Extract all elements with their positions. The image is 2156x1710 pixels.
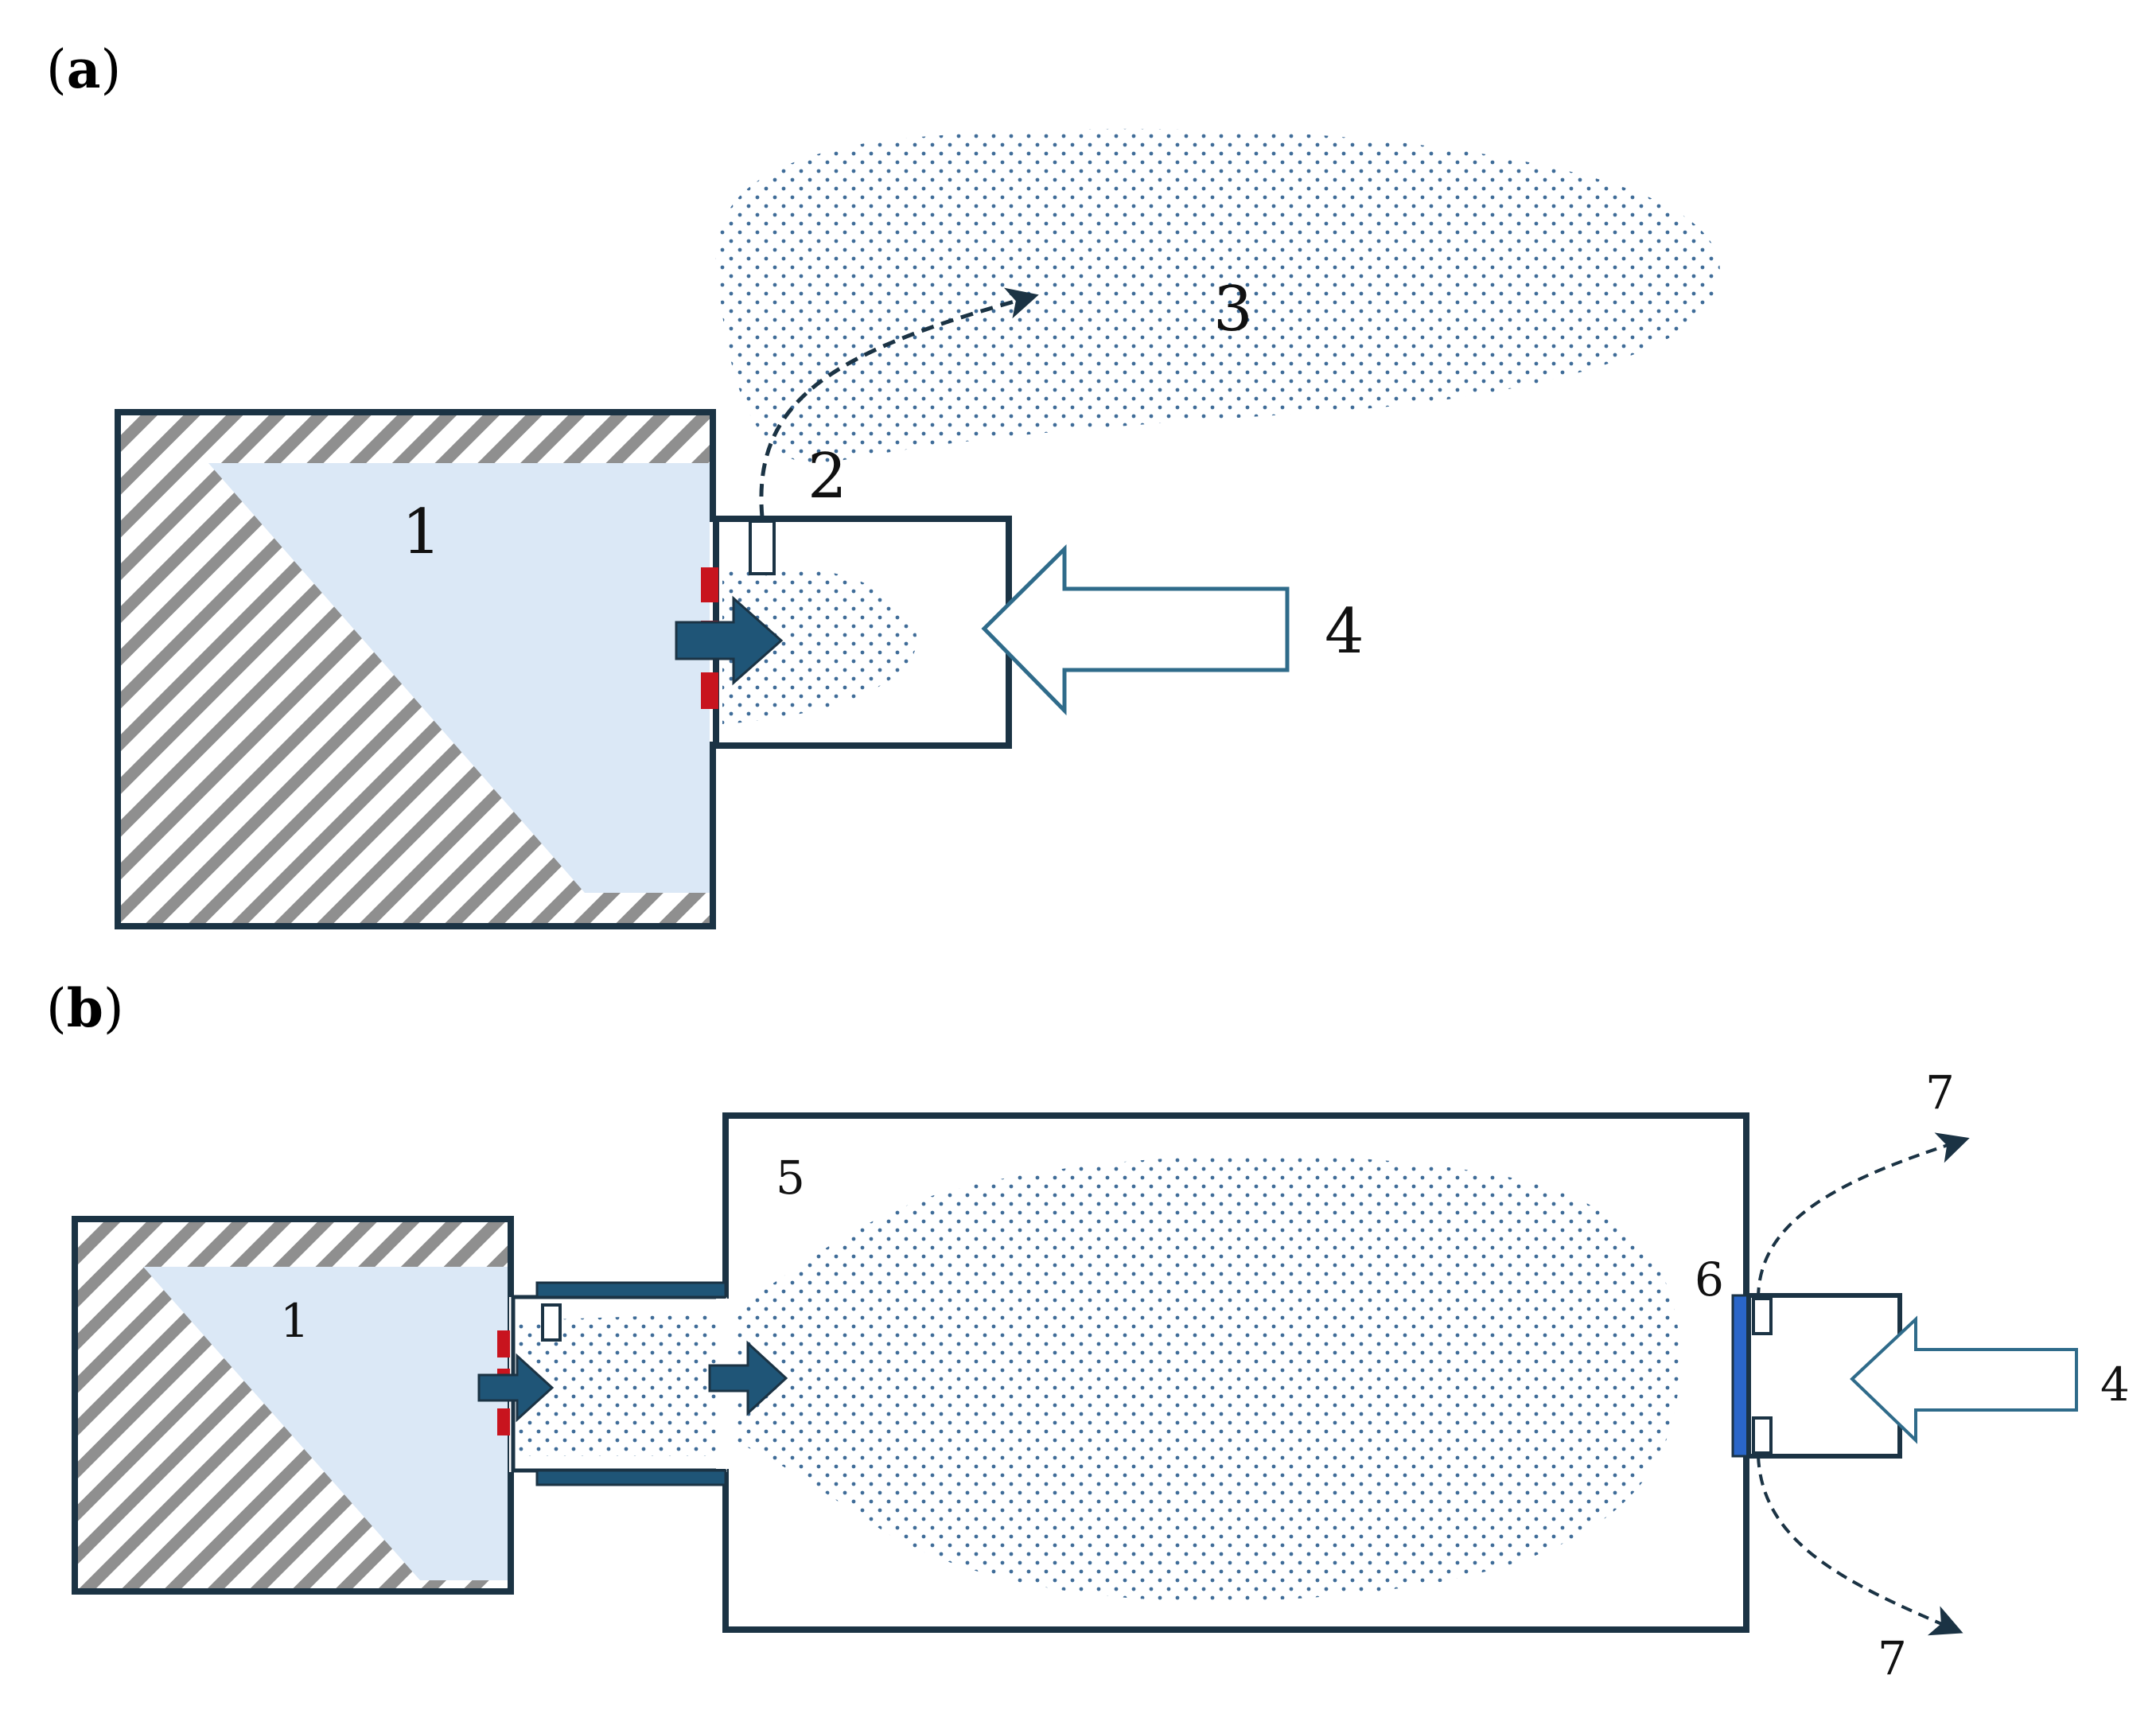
- solid-right-arrow-icon: [675, 595, 784, 686]
- label-tank: 1: [402, 497, 442, 568]
- label-nozzle-outlet: 2: [808, 441, 847, 512]
- label-chamber: 5: [776, 1151, 805, 1205]
- duct-spray: [514, 1313, 729, 1456]
- dashed-curved-arrow-icon: [1757, 1455, 1963, 1636]
- panel-b-label: (b): [46, 977, 124, 1039]
- spray-plume: [722, 567, 917, 724]
- tank-liquid: [143, 1267, 508, 1580]
- nozzle-seal-top: [701, 567, 718, 602]
- dashed-curved-arrow-icon: [1757, 1132, 1970, 1299]
- duct-flange-bottom: [535, 1469, 727, 1486]
- aerosol-cloud: [715, 128, 1720, 465]
- nozzle-seal-bottom: [701, 672, 718, 709]
- exhaust-port-top: [1752, 1297, 1773, 1335]
- label-exhaust-bottom: 7: [1878, 1631, 1907, 1685]
- panel-b: (b): [46, 977, 2130, 1685]
- duct-flange-top: [535, 1281, 727, 1299]
- hollow-left-arrow-icon: [981, 544, 1290, 716]
- panel-a-label: (a): [46, 38, 121, 100]
- dashed-curved-arrow-icon: [759, 287, 1039, 518]
- sensor-inlet: [541, 1303, 562, 1342]
- chamber-cloud: [732, 1155, 1680, 1602]
- solid-right-arrow-icon: [477, 1353, 555, 1423]
- nozzle-seal-bottom: [497, 1408, 510, 1435]
- nozzle-seal-top: [497, 1330, 510, 1357]
- label-air-inflow: 4: [1325, 596, 1364, 668]
- sensor-inlet: [749, 520, 776, 575]
- label-seal: 6: [1695, 1252, 1724, 1307]
- label-tank: 1: [280, 1294, 309, 1348]
- panel-a: (a) 1 2 3 4: [46, 38, 1720, 929]
- label-exhaust-top: 7: [1925, 1065, 1955, 1120]
- label-cloud: 3: [1213, 274, 1253, 345]
- label-air-inflow: 4: [2100, 1357, 2130, 1412]
- hollow-left-arrow-icon: [1850, 1315, 2078, 1444]
- solid-right-arrow-icon: [708, 1340, 788, 1416]
- exhaust-port-bottom: [1752, 1416, 1773, 1455]
- tank-liquid: [208, 463, 710, 893]
